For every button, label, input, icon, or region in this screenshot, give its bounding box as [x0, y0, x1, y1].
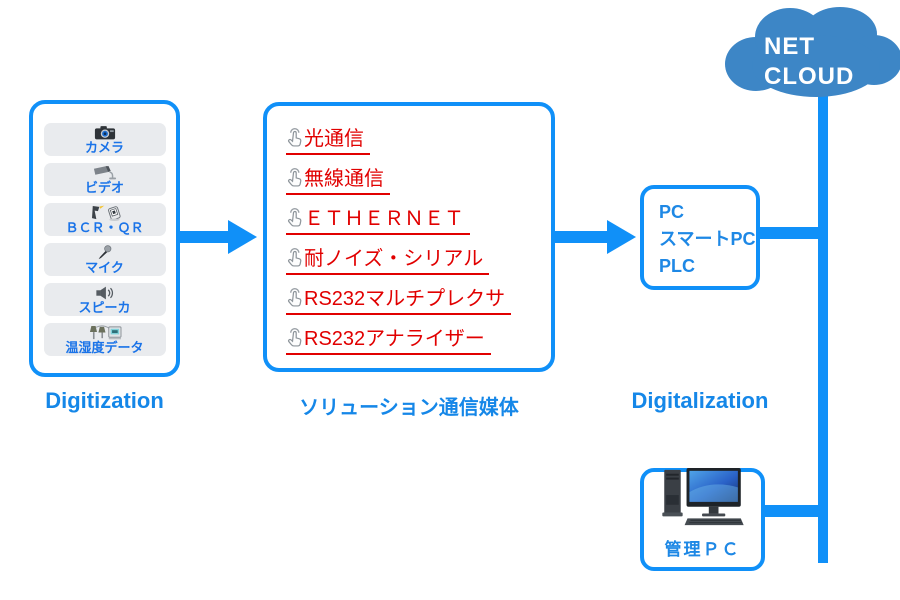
net-cloud: NET CLOUD — [725, 7, 900, 97]
solution-link-label: 耐ノイズ・シリアル — [304, 247, 484, 270]
link-rs232-multiplexer[interactable]: RS232マルチプレクサ — [286, 282, 512, 315]
device-item-mic: マイク — [43, 243, 166, 276]
tap-icon — [286, 326, 303, 352]
device-plc: PLC — [659, 256, 695, 276]
device-item-label: ビデオ — [84, 180, 124, 195]
arrow-solutions-to-digitalization-head — [607, 220, 636, 254]
device-item-camera: カメラ — [43, 123, 166, 156]
desktop-pc-icon — [661, 466, 745, 533]
cloud-text-line2: CLOUD — [764, 63, 854, 90]
device-smart-pc: スマートPC — [659, 229, 756, 249]
link-ethernet[interactable]: ＥＴＨＥＲＮＥＴ — [286, 202, 470, 235]
device-item-label: スピーカ — [78, 300, 131, 315]
solution-link-label: 光通信 — [304, 127, 364, 150]
device-item-label: カメラ — [84, 140, 124, 155]
solution-link-row: RS232アナライザー — [286, 318, 551, 358]
temperature-humidity-sensor-icon — [88, 324, 122, 340]
arrow-solutions-to-digitalization — [553, 231, 609, 243]
device-item-speaker: スピーカ — [43, 283, 166, 316]
connector-pcbox-to-network — [758, 227, 820, 239]
solution-link-label: RS232アナライザー — [304, 327, 485, 350]
tap-icon — [286, 246, 303, 272]
link-optical[interactable]: 光通信 — [286, 122, 370, 155]
video-camera-icon — [93, 165, 117, 180]
solution-link-label: ＥＴＨＥＲＮＥＴ — [304, 207, 464, 230]
link-wireless[interactable]: 無線通信 — [286, 162, 390, 195]
digitalization-box: PC スマートPC PLC — [640, 185, 760, 290]
device-item-label: ＢＣＲ・ＱＲ — [65, 220, 144, 235]
digitalization-label: Digitalization — [631, 388, 769, 413]
management-pc-label: 管理ＰＣ — [664, 540, 741, 559]
device-item-video: ビデオ — [43, 163, 166, 196]
link-noise-tolerant-serial[interactable]: 耐ノイズ・シリアル — [286, 242, 490, 275]
digitization-box: カメラ ビデオ — [29, 100, 180, 377]
tap-icon — [286, 286, 303, 312]
digitization-label: Digitization — [45, 388, 164, 413]
device-pc: PC — [659, 202, 685, 222]
microphone-icon — [97, 245, 112, 260]
solutions-label: ソリューション通信媒体 — [299, 397, 519, 419]
solution-link-label: 無線通信 — [304, 167, 384, 190]
cloud-shape — [725, 7, 900, 97]
device-item-bcr-qr: ＢＣＲ・ＱＲ — [43, 203, 166, 236]
arrow-digitization-to-solutions-head — [228, 220, 257, 254]
cloud-text-line1: NET — [764, 33, 815, 60]
device-item-label: マイク — [85, 260, 124, 275]
solution-link-label: RS232マルチプレクサ — [304, 287, 506, 310]
solution-link-row: 耐ノイズ・シリアル — [286, 238, 551, 278]
connector-mgmtpc-to-network — [763, 505, 820, 517]
network-backbone-line — [818, 92, 828, 563]
link-rs232-analyzer[interactable]: RS232アナライザー — [286, 322, 491, 355]
management-pc-box: 管理ＰＣ — [640, 466, 765, 571]
arrow-digitization-to-solutions — [178, 231, 230, 243]
device-item-label: 温湿度データ — [65, 340, 144, 355]
speaker-icon — [95, 285, 115, 300]
tap-icon — [286, 206, 303, 232]
solution-link-row: 無線通信 — [286, 158, 551, 198]
device-item-temp-humidity: 温湿度データ — [43, 323, 166, 356]
camera-icon — [94, 125, 116, 140]
solution-link-row: 光通信 — [286, 118, 551, 158]
tap-icon — [286, 166, 303, 192]
solutions-box: 光通信 無線通信 — [263, 102, 555, 372]
barcode-qr-scanner-icon — [87, 205, 123, 221]
solution-link-row: ＥＴＨＥＲＮＥＴ — [286, 198, 551, 238]
tap-icon — [286, 126, 303, 152]
solution-link-row: RS232マルチプレクサ — [286, 278, 551, 318]
